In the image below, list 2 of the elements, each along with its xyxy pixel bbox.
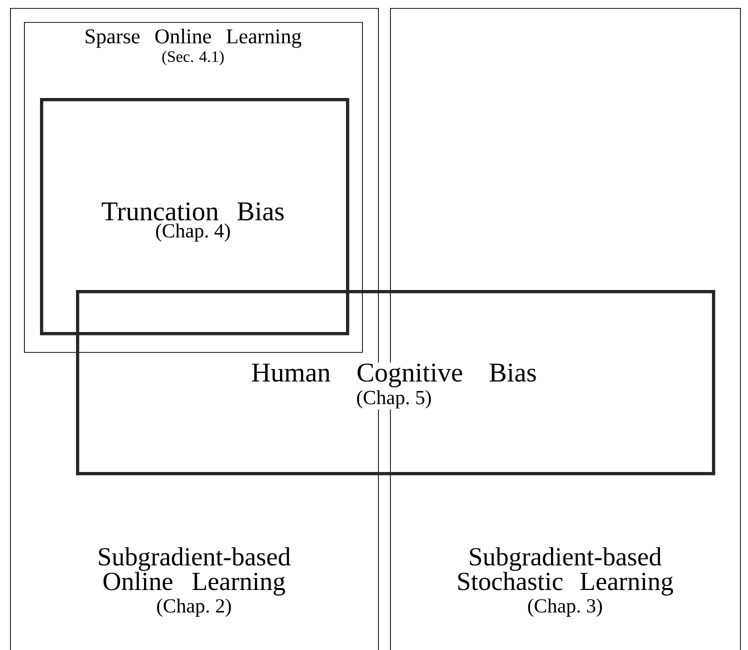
bias-box: Human Cognitive Bias (Chap. 5) [76,290,716,476]
bias-box: Truncation Bias (Chap. 4) [40,98,350,336]
